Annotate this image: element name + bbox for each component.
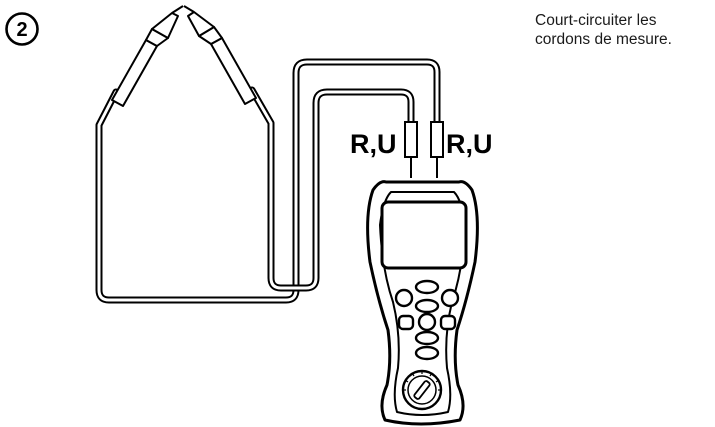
device-screen (380, 200, 468, 270)
instruction-text: Court-circuiter les cordons de mesure. (535, 11, 713, 49)
device-button-right (440, 288, 460, 308)
instruction-line-2: cordons de mesure. (535, 31, 672, 48)
plug-left (404, 121, 418, 158)
test-leads (95, 58, 441, 304)
device-button-center (417, 312, 437, 332)
terminal-label-right: R,U (446, 129, 493, 159)
device-button-bottom (414, 345, 440, 361)
device-button-lower (414, 330, 440, 346)
multimeter-device-icon (366, 180, 479, 426)
instruction-line-1: Court-circuiter les (535, 12, 657, 29)
test-probe-icon (111, 5, 257, 107)
plug-right (430, 121, 444, 158)
device-button-right-2 (439, 314, 457, 331)
device-button-upper (414, 298, 440, 314)
device-button-top (414, 279, 440, 295)
step-number: 2 (16, 19, 27, 41)
device-button-left (394, 288, 414, 308)
terminal-plugs (404, 121, 444, 178)
device-button-left-2 (397, 314, 415, 331)
terminal-label-left: R,U (350, 129, 397, 159)
step-circle-icon (5, 12, 39, 46)
step-number-badge: 2 (5, 12, 39, 46)
